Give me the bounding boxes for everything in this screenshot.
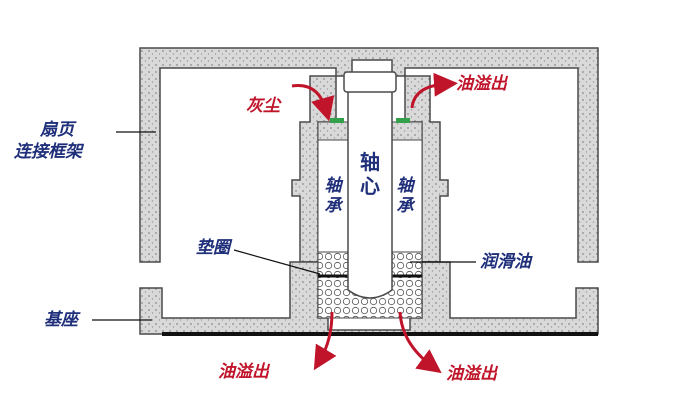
shaft-cap	[343, 71, 397, 93]
arrow-oil-out-bottom-left	[313, 311, 337, 371]
label-oil-out-bottom-left: 油溢出	[218, 362, 269, 382]
label-bearing-right: 轴承	[396, 176, 414, 216]
arrow-oil-out-bottom-right	[398, 311, 442, 374]
felt-left	[317, 121, 349, 141]
label-base: 基座	[44, 310, 78, 330]
arrow-dust	[291, 84, 335, 122]
green-seal-right	[396, 118, 410, 123]
label-bearing-left: 轴承	[324, 176, 342, 216]
label-lubricant: 润滑油	[480, 252, 531, 272]
shaft	[347, 89, 393, 299]
fan-frame	[139, 47, 599, 263]
leader-washer	[233, 249, 321, 275]
label-dust: 灰尘	[246, 96, 280, 116]
label-fan-frame-line2: 连接框架	[14, 142, 82, 162]
label-fan-frame-line1: 扇页	[40, 120, 74, 140]
label-shaft: 轴心	[360, 150, 380, 198]
green-seal-left	[330, 118, 344, 123]
label-oil-out-bottom-right: 油溢出	[446, 364, 497, 384]
base-bottom-plate	[162, 332, 598, 336]
felt-right	[391, 121, 423, 141]
arrow-oil-out-top	[410, 72, 458, 109]
bearing-right-block	[391, 139, 423, 253]
label-oil-out-top: 油溢出	[456, 74, 507, 94]
label-washer: 垫圈	[196, 238, 230, 258]
